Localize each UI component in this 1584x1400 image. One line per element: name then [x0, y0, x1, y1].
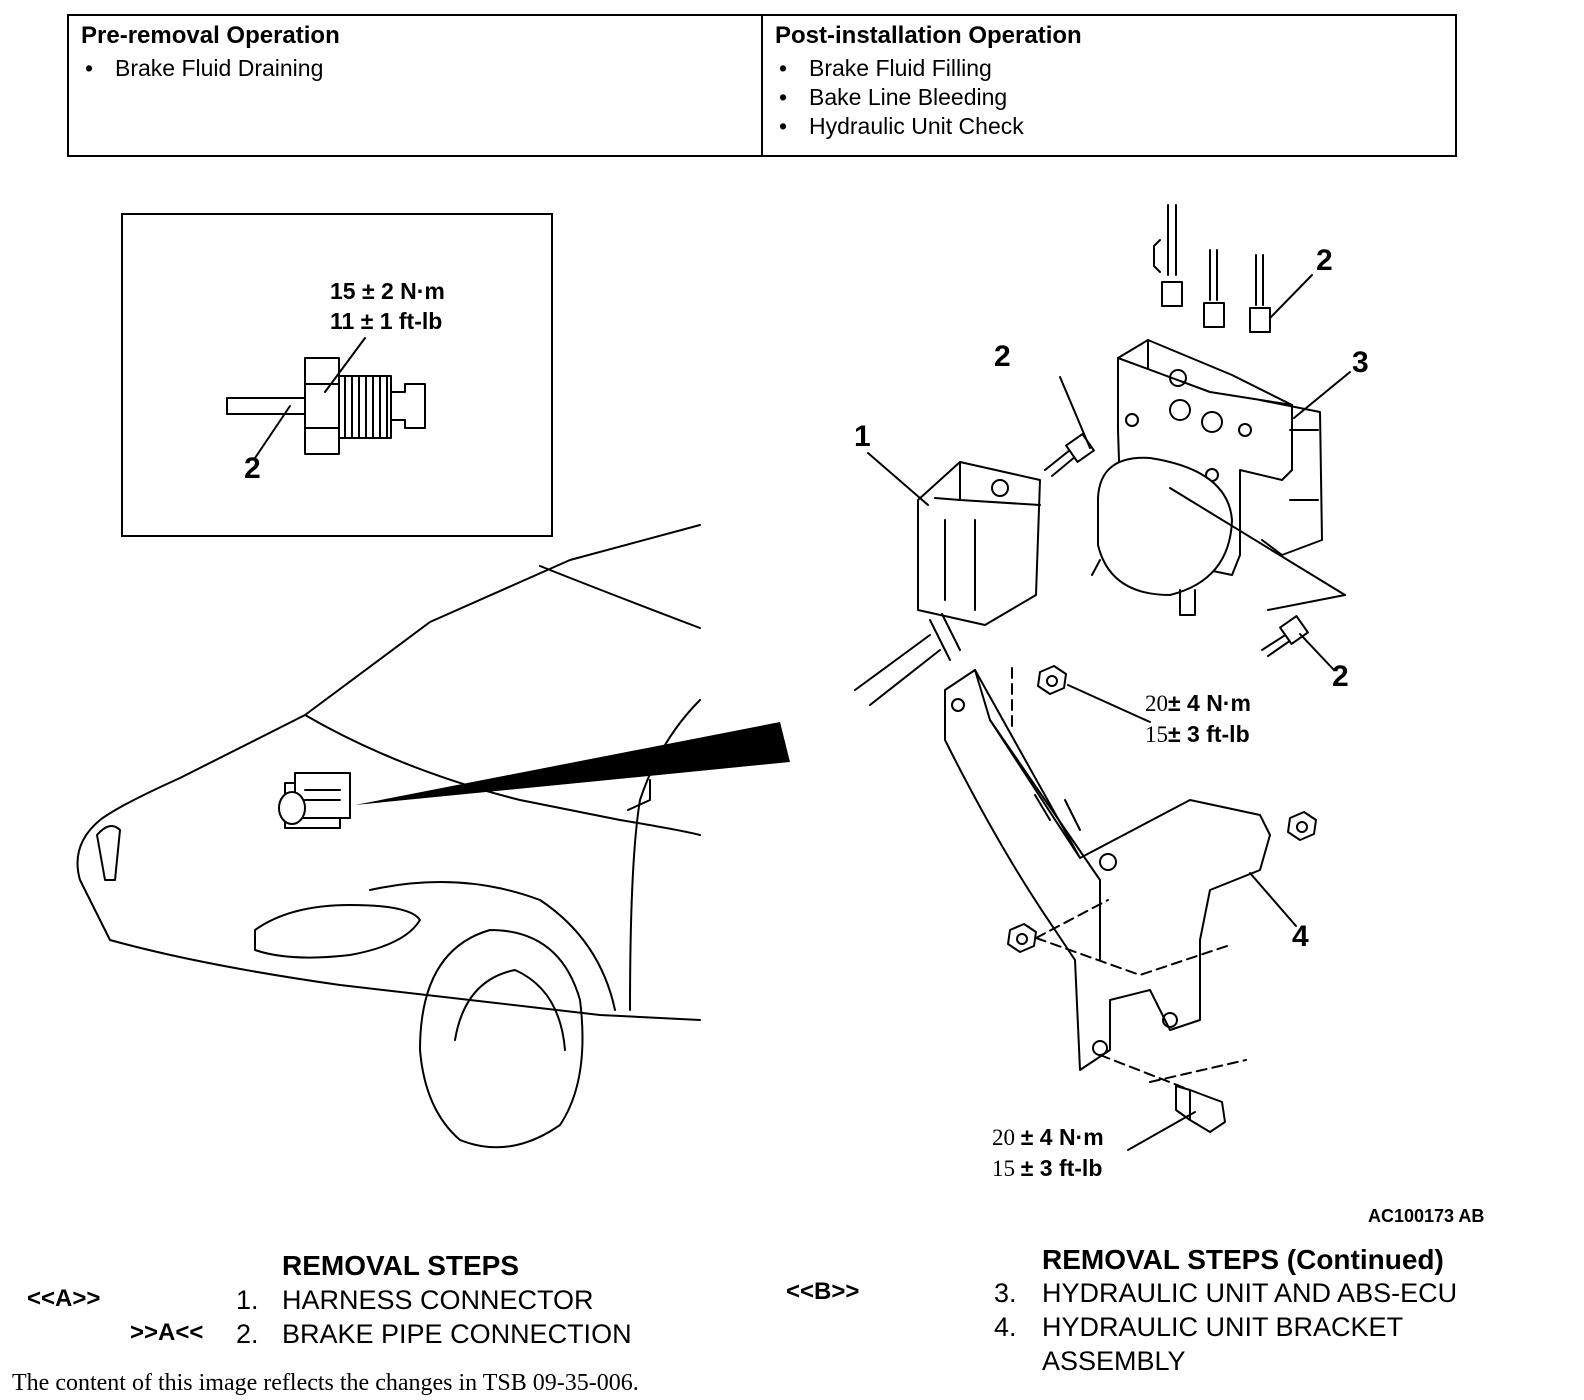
car-outline-drawing: [76, 524, 790, 1149]
inset-callout-2: 2: [244, 452, 261, 485]
bracket-drawing: [944, 665, 1317, 1151]
post-installation-item: Bake Line Bleeding: [779, 83, 1443, 112]
callout-3: 3: [1352, 346, 1369, 379]
inset-torque-nm: 15 ± 2 N·m: [330, 278, 445, 304]
step-number: 2.: [236, 1319, 259, 1349]
post-installation-title: Post-installation Operation: [775, 22, 1082, 49]
operations-table: Pre-removal Operation Brake Fluid Draini…: [67, 14, 1457, 157]
step-marker: <<B>>: [786, 1278, 860, 1305]
step-number: 1.: [236, 1285, 259, 1315]
torque-unit: ± 3 ft-lb: [1168, 721, 1250, 747]
torque-unit: ± 4 N·m: [1020, 1124, 1104, 1150]
step-marker: <<A>>: [27, 1285, 101, 1312]
pre-removal-item: Brake Fluid Draining: [85, 54, 749, 83]
removal-steps-continued-title: REMOVAL STEPS (Continued): [1042, 1244, 1444, 1275]
inset-detail-frame: [121, 213, 553, 537]
pre-removal-title: Pre-removal Operation: [81, 22, 340, 49]
inset-torque-ftlb: 11 ± 1 ft-lb: [330, 308, 443, 334]
torque-number: 15: [1145, 722, 1168, 747]
step-text: HARNESS CONNECTOR: [282, 1285, 594, 1315]
torque-number: 15: [992, 1156, 1015, 1181]
step-number: 3.: [994, 1278, 1017, 1308]
step-text: HYDRAULIC UNIT AND ABS-ECU: [1042, 1278, 1458, 1308]
torque-number: 20: [992, 1125, 1015, 1150]
hydraulic-unit-drawing: [1091, 339, 1346, 616]
inset-torque-spec: 15 ± 2 N·m 11 ± 1 ft-lb: [330, 276, 445, 336]
callout-1: 1: [854, 420, 871, 453]
brake-pipes-drawing: [1153, 204, 1271, 333]
post-installation-item: Brake Fluid Filling: [779, 54, 1443, 83]
bracket-nut-torque: 20± 4 N·m 15± 3 ft-lb: [1145, 688, 1251, 750]
torque-number: 20: [1145, 691, 1168, 716]
removal-steps-title: REMOVAL STEPS: [282, 1250, 520, 1281]
callout-2-top-right: 2: [1316, 244, 1333, 277]
pre-removal-column: Pre-removal Operation Brake Fluid Draini…: [69, 16, 761, 155]
step-number: 4.: [994, 1312, 1017, 1342]
post-installation-list: Brake Fluid Filling Bake Line Bleeding H…: [775, 54, 1443, 141]
step-text: HYDRAULIC UNIT BRACKET: [1042, 1312, 1404, 1342]
figure-code: AC100173 AB: [1368, 1206, 1485, 1226]
post-installation-column: Post-installation Operation Brake Fluid …: [761, 16, 1455, 155]
torque-unit: ± 4 N·m: [1168, 690, 1251, 716]
flare-nut-drawing: [226, 337, 426, 459]
callout-2-left: 2: [994, 340, 1011, 373]
step-text: BRAKE PIPE CONNECTION: [282, 1319, 632, 1349]
harness-connector-drawing: [854, 452, 1041, 706]
callout-4: 4: [1292, 920, 1309, 953]
torque-unit: ± 3 ft-lb: [1020, 1155, 1103, 1181]
bracket-bolt-torque: 20 ± 4 N·m 15 ± 3 ft-lb: [992, 1122, 1104, 1184]
step-text: ASSEMBLY: [1042, 1346, 1186, 1376]
pre-removal-list: Brake Fluid Draining: [81, 54, 749, 83]
post-installation-item: Hydraulic Unit Check: [779, 112, 1443, 141]
tsb-footer-note: The content of this image reflects the c…: [12, 1370, 639, 1396]
pipe-fittings-drawing: [1044, 274, 1351, 671]
step-marker: >>A<<: [130, 1319, 204, 1346]
callout-2-bottom: 2: [1332, 660, 1349, 693]
